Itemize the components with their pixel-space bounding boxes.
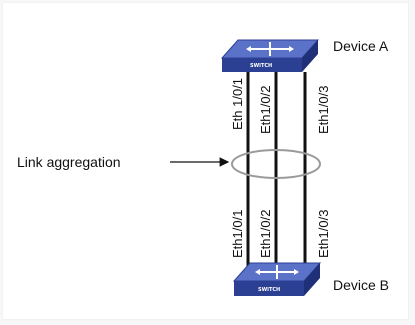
port-a-1-label: Eth 1/0/1 [230,78,245,130]
port-a-2-label: Eth1/0/2 [258,86,273,134]
aggregated-links [246,72,307,268]
port-b-1-label: Eth1/0/1 [230,210,245,258]
diagram-panel [2,2,409,320]
device-b-label: Device B [333,277,389,293]
port-b-3-label: Eth1/0/3 [316,210,331,258]
port-b-2-label: Eth1/0/2 [258,210,273,258]
aggregation-label: Link aggregation [17,154,121,170]
device-a-badge: SWITCH [250,63,272,69]
device-a-label: Device A [333,38,389,54]
device-a-switch-icon: SWITCH [220,39,320,72]
device-b-switch-icon: SWITCH [232,262,322,296]
port-a-3-label: Eth1/0/3 [316,86,331,134]
device-b-badge: SWITCH [258,287,280,293]
aggregation-ellipse [231,149,321,179]
